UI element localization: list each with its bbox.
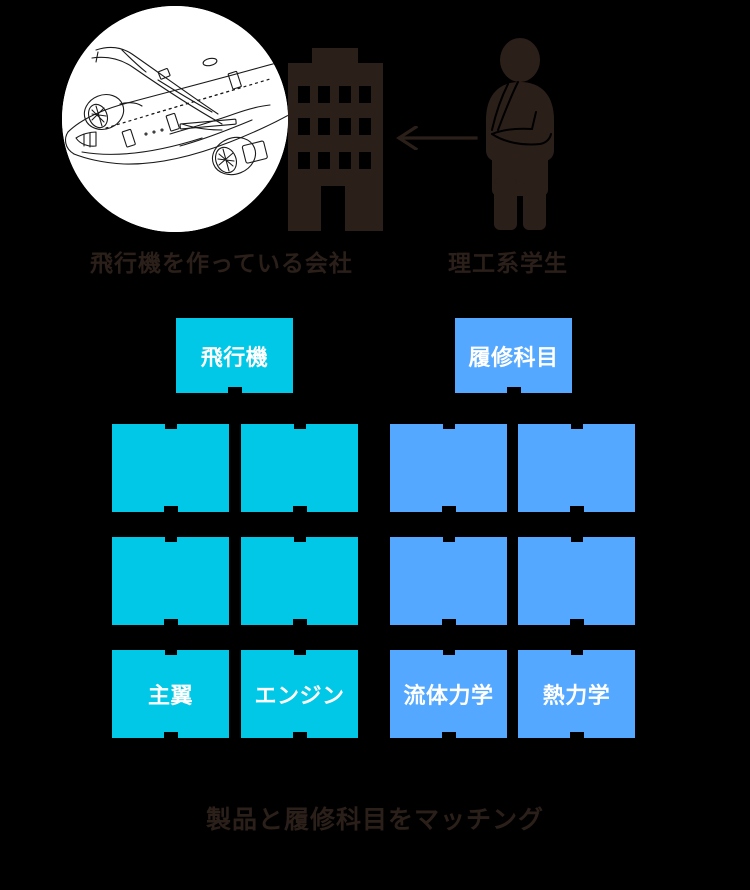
course-row2-box-2[interactable]: [518, 532, 635, 631]
connector-nub: [506, 387, 521, 399]
product-root-label: 飛行機: [200, 345, 269, 371]
standing-person-icon: [478, 38, 562, 230]
connector-nub-top: [164, 532, 177, 542]
connector-nub: [163, 506, 178, 518]
product-root-box[interactable]: 飛行機: [176, 318, 293, 399]
connector-nub-top: [442, 532, 455, 542]
connector-nub-top: [570, 419, 583, 429]
product-row3-box-2[interactable]: エンジン: [241, 645, 358, 744]
product-row3-label-2: エンジン: [254, 684, 345, 709]
left-arrow-icon: [396, 124, 478, 152]
connector-nub-top: [570, 532, 583, 542]
connector-nub-top: [570, 645, 583, 655]
connector-nub-top: [164, 645, 177, 655]
connector-nub-top: [164, 419, 177, 429]
course-root-box[interactable]: 履修科目: [455, 318, 572, 399]
connector-nub: [569, 506, 584, 518]
connector-nub: [292, 619, 307, 631]
connector-nub-top: [293, 532, 306, 542]
office-building-icon: [288, 48, 393, 231]
course-row1-box-1[interactable]: [390, 419, 507, 518]
course-row2-box-1[interactable]: [390, 532, 507, 631]
connector-nub: [292, 506, 307, 518]
course-row3-label-1: 流体力学: [403, 684, 494, 709]
course-row3-box-1[interactable]: 流体力学: [390, 645, 507, 744]
product-row1-box-1[interactable]: [112, 419, 229, 518]
caption-company: 飛行機を作っている会社: [90, 251, 353, 277]
connector-nub: [569, 732, 584, 744]
connector-nub-top: [442, 645, 455, 655]
product-row3-box-1[interactable]: 主翼: [112, 645, 229, 744]
connector-nub: [441, 619, 456, 631]
connector-nub: [441, 732, 456, 744]
connector-nub: [441, 506, 456, 518]
connector-nub: [163, 619, 178, 631]
course-root-label: 履修科目: [468, 345, 559, 371]
course-row3-box-2[interactable]: 熱力学: [518, 645, 635, 744]
product-row3-label-1: 主翼: [147, 684, 193, 709]
connector-nub: [227, 387, 242, 399]
airplane-photo: [62, 6, 288, 232]
connector-nub: [292, 732, 307, 744]
footer-caption: 製品と履修科目をマッチング: [205, 805, 544, 834]
connector-nub: [569, 619, 584, 631]
product-row2-box-2[interactable]: [241, 532, 358, 631]
caption-student: 理工系学生: [448, 251, 568, 277]
product-row2-box-1[interactable]: [112, 532, 229, 631]
connector-nub-top: [293, 645, 306, 655]
course-row1-box-2[interactable]: [518, 419, 635, 518]
connector-nub-top: [293, 419, 306, 429]
product-row1-box-2[interactable]: [241, 419, 358, 518]
course-row3-label-2: 熱力学: [542, 684, 611, 709]
connector-nub-top: [442, 419, 455, 429]
connector-nub: [163, 732, 178, 744]
